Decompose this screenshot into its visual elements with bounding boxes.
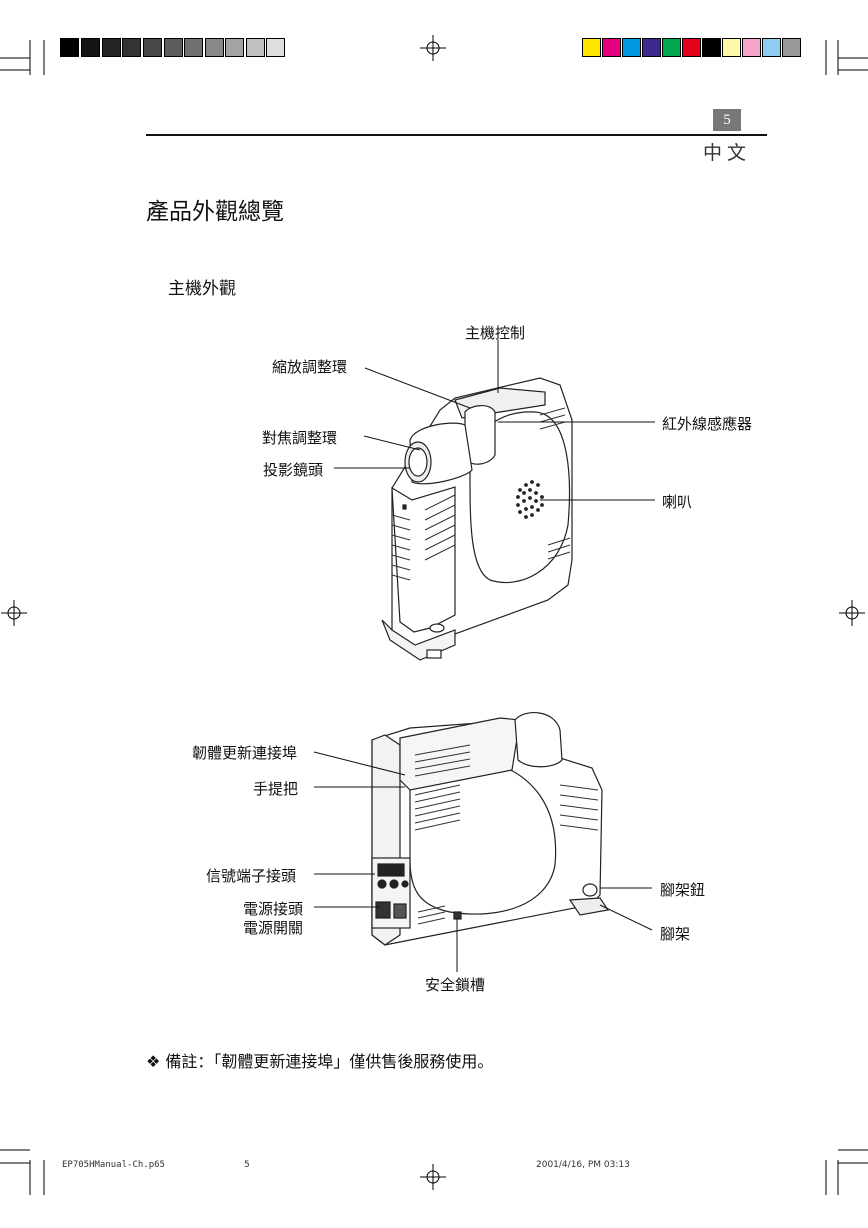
gray-swatch bbox=[122, 38, 141, 57]
label-speaker: 喇叭 bbox=[662, 493, 693, 511]
color-swatch bbox=[762, 38, 781, 57]
footer-page: 5 bbox=[244, 1160, 250, 1170]
gray-swatch bbox=[246, 38, 265, 57]
label-foot: 腳架 bbox=[660, 925, 691, 943]
gray-swatch bbox=[81, 38, 100, 57]
label-focus-ring: 對焦調整環 bbox=[262, 429, 338, 447]
label-power-jack: 電源接頭 bbox=[243, 900, 304, 918]
registration-marks bbox=[1, 35, 865, 1190]
gray-swatch bbox=[266, 38, 285, 57]
label-security-slot: 安全鎖槽 bbox=[425, 976, 486, 994]
gray-swatch bbox=[225, 38, 244, 57]
crop-marks bbox=[0, 40, 868, 1195]
page-title: 產品外觀總覽 bbox=[146, 199, 284, 225]
back-callout-lines bbox=[313, 751, 653, 972]
label-ir-sensor: 紅外線感應器 bbox=[662, 415, 753, 433]
label-firmware-port: 韌體更新連接埠 bbox=[192, 744, 298, 762]
label-signal-port: 信號端子接頭 bbox=[206, 867, 297, 885]
color-swatch bbox=[722, 38, 741, 57]
color-swatch bbox=[662, 38, 681, 57]
section-subtitle: 主機外觀 bbox=[168, 279, 236, 299]
service-note: ❖ 備註：「韌體更新連接埠」僅供售後服務使用。 bbox=[146, 1052, 494, 1071]
color-swatch bbox=[682, 38, 701, 57]
header-rule bbox=[146, 134, 767, 136]
footer-timestamp: 2001/4/16, PM 03:13 bbox=[536, 1160, 630, 1170]
label-control-panel: 主機控制 bbox=[465, 324, 526, 342]
gray-swatch bbox=[184, 38, 203, 57]
color-swatch bbox=[622, 38, 641, 57]
color-swatch bbox=[582, 38, 601, 57]
gray-swatch bbox=[164, 38, 183, 57]
projector-front-illustration bbox=[381, 377, 573, 661]
language-label: 中文 bbox=[703, 142, 752, 164]
projector-back-illustration bbox=[371, 712, 610, 946]
label-handle: 手提把 bbox=[253, 780, 299, 798]
front-callout-lines bbox=[334, 340, 655, 501]
label-lens: 投影鏡頭 bbox=[263, 461, 324, 479]
color-swatch bbox=[702, 38, 721, 57]
color-swatch bbox=[642, 38, 661, 57]
footer-filename: EP705HManual-Ch.p65 bbox=[62, 1160, 165, 1170]
label-foot-button: 腳架鈕 bbox=[660, 881, 706, 899]
gray-swatch bbox=[60, 38, 79, 57]
page-number-badge: 5 bbox=[713, 109, 741, 131]
gray-swatch bbox=[143, 38, 162, 57]
label-power-switch: 電源開關 bbox=[243, 919, 304, 937]
gray-swatch bbox=[205, 38, 224, 57]
color-swatch bbox=[602, 38, 621, 57]
color-swatch bbox=[742, 38, 761, 57]
color-swatch bbox=[782, 38, 801, 57]
label-zoom-ring: 縮放調整環 bbox=[272, 358, 348, 376]
gray-swatch bbox=[102, 38, 121, 57]
